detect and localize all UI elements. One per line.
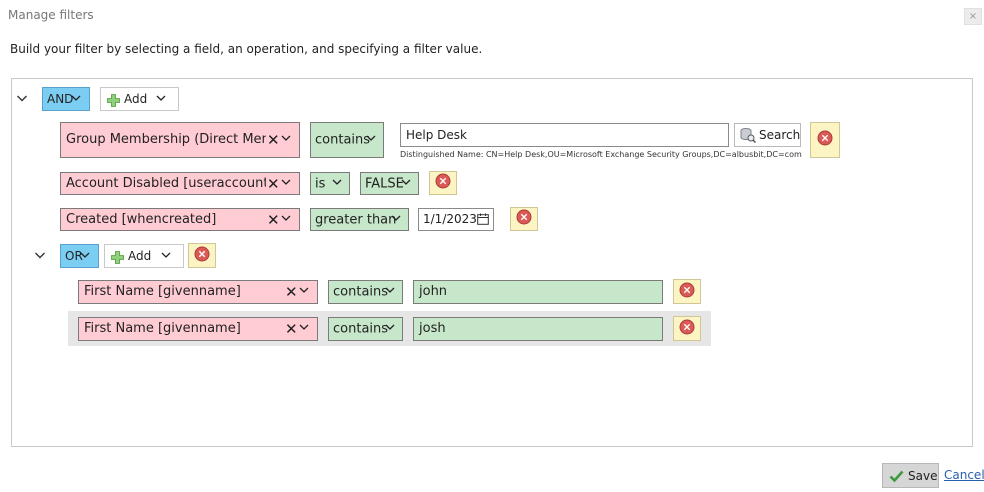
condition-3-delete-button[interactable] <box>510 207 538 231</box>
condition-3-date-picker[interactable]: 1/1/2023 <box>418 208 494 231</box>
save-button[interactable]: Save <box>882 463 939 488</box>
plus-icon <box>111 251 124 264</box>
root-add-button[interactable]: Add <box>100 87 179 111</box>
delete-circle-icon <box>516 209 532 225</box>
close-button[interactable]: × <box>964 8 982 25</box>
sub-condition-2-value-input[interactable]: josh <box>413 317 663 341</box>
sub-logic-label: OR <box>65 249 83 263</box>
chevron-down-icon <box>385 324 395 330</box>
sub-condition-2-operator-select[interactable]: contains <box>328 317 403 341</box>
collapse-sub-group[interactable] <box>34 249 48 263</box>
sub-group-delete-button[interactable] <box>188 243 216 268</box>
delete-circle-icon <box>435 173 451 189</box>
save-label: Save <box>908 469 938 483</box>
calendar-icon[interactable] <box>477 213 489 225</box>
condition-1-field-label: Group Membership (Direct Mem <box>66 132 266 147</box>
sub-condition-2-delete-button[interactable] <box>673 316 701 341</box>
sub-condition-2-field-label: First Name [givenname] <box>84 321 241 336</box>
chevron-down-icon <box>299 287 309 293</box>
condition-1-distinguished-name: Distinguished Name: CN=Help Desk,OU=Micr… <box>400 150 802 159</box>
condition-1-field-select[interactable]: Group Membership (Direct Mem ✕ <box>60 122 300 158</box>
chevron-down-icon <box>80 252 90 258</box>
condition-2-field-select[interactable]: Account Disabled [useraccountc ✕ <box>60 172 300 195</box>
condition-1-search-button[interactable]: Search <box>734 123 801 147</box>
condition-1-operator-label: contains <box>315 132 371 148</box>
chevron-down-icon <box>156 95 166 101</box>
chevron-down-icon <box>401 179 411 185</box>
delete-circle-icon <box>679 319 695 334</box>
chevron-down-icon <box>391 215 401 221</box>
delete-circle-icon <box>817 130 833 146</box>
condition-1-search-label: Search <box>759 128 801 142</box>
sub-condition-2-operator-label: contains <box>333 321 389 337</box>
chevron-down-icon <box>161 252 171 258</box>
condition-3-operator-select[interactable]: greater than <box>310 208 409 231</box>
instructions-text: Build your filter by selecting a field, … <box>10 42 483 56</box>
condition-3-date-value: 1/1/2023 <box>423 212 477 226</box>
chevron-down-icon <box>281 135 291 141</box>
chevron-down-icon <box>281 215 291 221</box>
condition-1-delete-button[interactable] <box>810 122 840 158</box>
clear-x-icon[interactable]: ✕ <box>285 320 298 338</box>
condition-2-field-label: Account Disabled [useraccountc <box>66 175 266 191</box>
condition-2-value-label: FALSE <box>365 176 404 191</box>
condition-3-operator-label: greater than <box>315 212 397 227</box>
condition-2-operator-label: is <box>315 176 326 191</box>
condition-2-delete-button[interactable] <box>429 171 457 195</box>
sub-condition-1-delete-button[interactable] <box>673 279 701 304</box>
dialog-title: Manage filters <box>8 8 94 22</box>
chevron-down-icon <box>299 324 309 330</box>
condition-2-value-select[interactable]: FALSE <box>360 172 419 195</box>
sub-condition-1-operator-select[interactable]: contains <box>328 280 403 304</box>
close-icon: × <box>968 11 978 22</box>
clear-x-icon[interactable]: ✕ <box>267 131 280 149</box>
root-logic-label: AND <box>47 92 74 106</box>
chevron-down-icon <box>17 95 27 102</box>
sub-condition-1-field-label: First Name [givenname] <box>84 284 241 299</box>
sub-condition-1-value-input[interactable]: john <box>413 280 663 304</box>
sub-add-label: Add <box>128 249 152 263</box>
collapse-root-group[interactable] <box>16 92 30 106</box>
chevron-down-icon <box>281 179 291 185</box>
condition-3-field-label: Created [whencreated] <box>66 211 217 227</box>
checkmark-icon <box>889 470 904 483</box>
sub-add-button[interactable]: Add <box>104 244 184 268</box>
condition-1-operator-select[interactable]: contains <box>310 122 384 158</box>
clear-x-icon[interactable]: ✕ <box>267 174 280 193</box>
chevron-down-icon <box>71 95 81 101</box>
cancel-link[interactable]: Cancel <box>944 468 984 482</box>
database-search-icon <box>740 128 757 144</box>
chevron-down-icon <box>385 287 395 293</box>
sub-logic-select[interactable]: OR <box>60 244 99 268</box>
sub-condition-2-field-select[interactable]: First Name [givenname] ✕ <box>78 317 318 341</box>
sub-condition-1-field-select[interactable]: First Name [givenname] ✕ <box>78 280 318 304</box>
root-add-label: Add <box>124 92 148 106</box>
chevron-down-icon <box>332 179 342 185</box>
condition-3-field-select[interactable]: Created [whencreated] ✕ <box>60 208 300 231</box>
clear-x-icon[interactable]: ✕ <box>285 283 298 301</box>
delete-circle-icon <box>194 246 210 261</box>
chevron-down-icon <box>35 252 45 259</box>
condition-1-value-input[interactable]: Help Desk <box>400 123 729 147</box>
clear-x-icon[interactable]: ✕ <box>267 210 280 229</box>
delete-circle-icon <box>679 282 695 297</box>
plus-icon <box>107 94 120 107</box>
condition-2-operator-select[interactable]: is <box>310 172 350 195</box>
root-logic-select[interactable]: AND <box>42 87 90 111</box>
sub-condition-1-operator-label: contains <box>333 284 389 300</box>
chevron-down-icon <box>366 135 376 141</box>
